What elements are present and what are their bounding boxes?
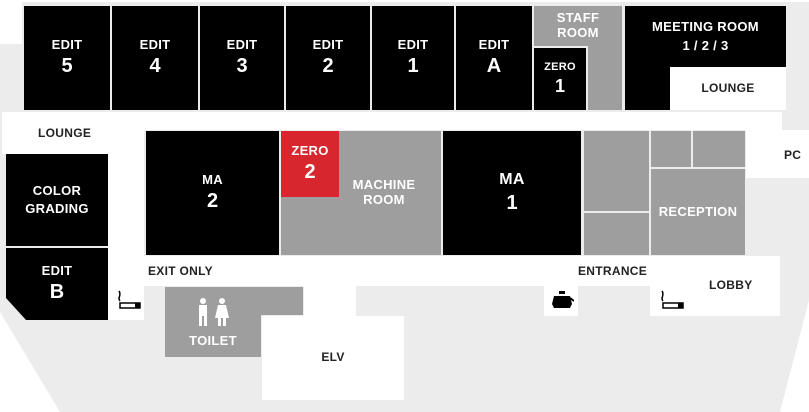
room-edit-5-number: 5	[61, 55, 73, 78]
room-meeting-numbers: 1 / 2 / 3	[682, 37, 729, 53]
room-staff-extension	[588, 46, 622, 110]
room-meeting[interactable]: MEETING ROOM 1 / 2 / 3	[625, 6, 786, 67]
room-machine-line2: ROOM	[363, 192, 405, 207]
room-storage-1	[584, 131, 649, 211]
exit-only-label: EXIT ONLY	[148, 264, 213, 278]
room-edit-5[interactable]: EDIT 5	[24, 6, 110, 110]
room-edit-3-label: EDIT	[226, 36, 258, 52]
room-storage-4	[693, 131, 745, 167]
corridor-elevator-hall	[304, 286, 356, 316]
room-meeting-extension	[625, 67, 670, 110]
room-toilet-label: TOILET	[189, 332, 237, 348]
room-storage-2	[584, 213, 649, 255]
smoking-icon-right	[661, 290, 684, 309]
room-edit-2[interactable]: EDIT 2	[286, 6, 370, 110]
area-pc	[746, 130, 809, 178]
pc-label: PC	[784, 148, 802, 162]
room-staff-line2: ROOM	[557, 25, 599, 40]
room-reception[interactable]: RECEPTION	[651, 169, 745, 255]
room-storage-3	[651, 131, 691, 167]
room-ma-2[interactable]: MA 2	[146, 131, 279, 255]
room-color-grading-line2: GRADING	[25, 200, 89, 216]
entrance-label: ENTRANCE	[578, 264, 648, 278]
room-ma-1[interactable]: MA 1	[443, 131, 581, 255]
room-ma-1-label: MA	[499, 170, 525, 188]
room-ma-2-label: MA	[202, 171, 223, 187]
room-zero-2-label: ZERO	[291, 142, 329, 158]
lobby-label: LOBBY	[709, 278, 753, 292]
corridor-top	[2, 112, 782, 130]
room-staff[interactable]: STAFF ROOM	[534, 6, 622, 46]
room-edit-a[interactable]: EDIT A	[456, 6, 532, 110]
room-toilet-top	[165, 287, 303, 315]
room-edit-4-label: EDIT	[139, 36, 171, 52]
room-toilet[interactable]: TOILET	[165, 315, 261, 357]
room-edit-4-number: 4	[149, 55, 161, 78]
restroom-icon	[199, 298, 229, 326]
room-zero-1[interactable]: ZERO 1	[534, 48, 586, 110]
room-staff-line1: STAFF	[556, 10, 600, 26]
room-edit-5-label: EDIT	[51, 36, 83, 52]
room-meeting-label: MEETING ROOM	[652, 18, 759, 34]
room-edit-1-label: EDIT	[397, 36, 429, 52]
room-reception-label: RECEPTION	[658, 203, 738, 219]
room-zero-2[interactable]: ZERO 2	[281, 131, 339, 197]
room-elevator-label: ELV	[321, 350, 345, 365]
corridor-left	[108, 154, 144, 320]
room-zero-2-number: 2	[304, 161, 316, 184]
lounge-left-label: LOUNGE	[38, 126, 92, 140]
room-edit-4[interactable]: EDIT 4	[112, 6, 198, 110]
room-edit-b[interactable]: EDIT B	[6, 248, 108, 320]
room-edit-3-number: 3	[236, 55, 248, 78]
room-edit-a-number: A	[486, 55, 502, 78]
area-lounge-right: LOUNGE	[670, 67, 786, 110]
room-ma-1-number: 1	[506, 192, 518, 215]
room-edit-3[interactable]: EDIT 3	[200, 6, 284, 110]
room-zero-1-label: ZERO	[544, 60, 576, 73]
room-edit-b-shape	[6, 248, 108, 320]
room-ma-2-number: 2	[206, 190, 219, 213]
coffee-pot-icon	[552, 291, 574, 308]
room-zero-1-number: 1	[554, 76, 565, 97]
room-edit-b-label: EDIT	[41, 262, 73, 278]
smoking-icon-left	[118, 290, 141, 309]
room-elevator[interactable]: ELV	[262, 316, 404, 400]
room-edit-1[interactable]: EDIT 1	[372, 6, 454, 110]
lounge-right-label: LOUNGE	[701, 80, 755, 95]
room-edit-2-number: 2	[322, 55, 334, 78]
area-lobby	[650, 256, 780, 316]
area-lounge-left	[2, 130, 144, 154]
room-edit-b-number: B	[49, 281, 65, 304]
room-edit-2-label: EDIT	[312, 36, 344, 52]
room-machine-line1: MACHINE	[352, 177, 416, 193]
room-color-grading[interactable]: COLOR GRADING	[6, 154, 108, 246]
room-edit-1-number: 1	[407, 55, 419, 78]
room-edit-a-label: EDIT	[478, 36, 510, 52]
room-color-grading-line1: COLOR	[32, 182, 82, 198]
